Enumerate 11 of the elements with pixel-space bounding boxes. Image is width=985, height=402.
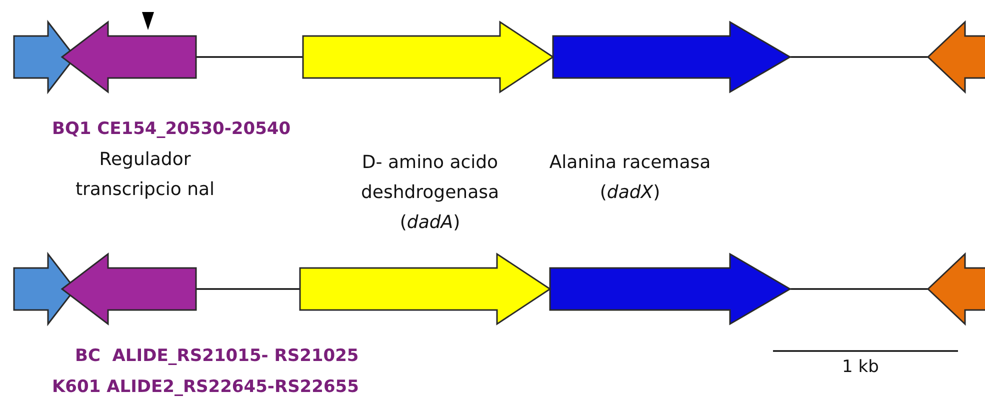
scale-label: 1 kb: [842, 357, 879, 377]
gene-description: Alanina racemasa (dadX): [548, 151, 712, 205]
locus-tag: BC ALIDE_RS21015- RS21025: [75, 346, 359, 366]
gene-description: D- amino acido deshdrogenasa (dadA): [360, 151, 500, 235]
backbone-line: [790, 56, 928, 58]
gene-description: Regulador transcripcio nal: [74, 148, 216, 202]
locus-tag: BQ1 CE154_20530-20540: [52, 119, 291, 139]
backbone-line: [196, 56, 303, 58]
backbone-line: [196, 288, 300, 290]
backbone-line: [790, 288, 928, 290]
locus-tag: K601 ALIDE2_RS22645-RS22655: [52, 377, 359, 397]
